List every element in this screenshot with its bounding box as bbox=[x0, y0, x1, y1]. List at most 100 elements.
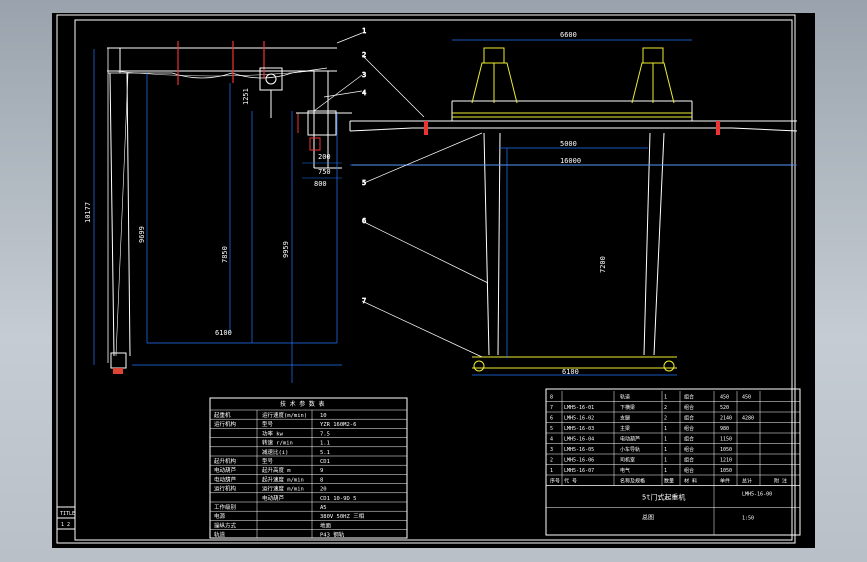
spec-cell: 1.1 bbox=[320, 441, 330, 447]
spec-cell: 380V 50HZ 三相 bbox=[320, 512, 365, 520]
spec-cell: 型号 bbox=[262, 457, 274, 465]
spec-cell: 运行机构 bbox=[214, 420, 237, 428]
spec-cell: 电动葫芦 bbox=[214, 466, 237, 474]
spec-cell: 电动葫芦 bbox=[214, 475, 237, 483]
parts-cell: LMH5-16-02 bbox=[564, 416, 594, 422]
dim-leg-height: 7200 bbox=[599, 256, 607, 273]
spec-cell: YZR 160M2-6 bbox=[320, 422, 356, 428]
parts-cell: 组合 bbox=[684, 436, 694, 443]
spec-cell: 起升高度 m bbox=[262, 466, 291, 474]
spec-cell: CD1 10-9D 5 bbox=[320, 496, 356, 502]
parts-header-cell: 附 注 bbox=[774, 478, 787, 485]
left-strip: TITLE 1 2 bbox=[56, 506, 76, 530]
drawing-frame bbox=[74, 19, 793, 541]
dim-mid-2: 16000 bbox=[560, 157, 581, 165]
parts-cell: 2 bbox=[664, 405, 667, 411]
title-block-drawing-no: LMH5-16-00 bbox=[742, 492, 772, 498]
parts-cell: 6 bbox=[550, 416, 553, 422]
dim-top-1: 1251 bbox=[242, 88, 250, 105]
parts-cell: 组合 bbox=[684, 425, 694, 432]
spec-cell: 轨道 bbox=[214, 531, 226, 539]
sheet-border bbox=[56, 14, 796, 544]
dim-mid-1: 5000 bbox=[560, 140, 577, 148]
parts-cell: 5 bbox=[550, 426, 553, 432]
parts-cell: 小车导轨 bbox=[620, 446, 640, 453]
parts-header-cell: 材 料 bbox=[684, 478, 697, 485]
parts-cell: 1 bbox=[664, 468, 667, 474]
callout-1: 1 bbox=[362, 27, 366, 35]
parts-cell: 主梁 bbox=[620, 425, 630, 432]
left-strip-num: 1 2 bbox=[61, 522, 70, 528]
parts-cell: 1050 bbox=[720, 447, 732, 453]
spec-cell: 10 bbox=[320, 413, 327, 419]
callout-2: 2 bbox=[362, 51, 366, 59]
spec-cell: 起重机 bbox=[214, 411, 231, 419]
parts-cell: 司机室 bbox=[620, 457, 635, 464]
spec-cell: 减速比(i) bbox=[262, 448, 288, 456]
parts-cell: LMH5-16-07 bbox=[564, 468, 594, 474]
spec-cell: 9 bbox=[320, 468, 323, 474]
spec-cell: 运行速度 m/min bbox=[262, 485, 304, 493]
parts-cell: 组合 bbox=[684, 467, 694, 474]
parts-cell: 电动葫芦 bbox=[620, 436, 640, 443]
parts-cell: 1150 bbox=[720, 437, 732, 443]
callouts: 1 2 3 4 5 6 7 bbox=[313, 27, 489, 358]
cad-viewport[interactable]: TITLE 1 2 bbox=[52, 13, 815, 548]
parts-cell: 3 bbox=[550, 447, 553, 453]
parts-cell: 8 bbox=[550, 395, 553, 401]
parts-cell: 1 bbox=[664, 437, 667, 443]
title-block-scale: 1:50 bbox=[742, 516, 754, 522]
parts-cell: LMH5-16-06 bbox=[564, 458, 594, 464]
parts-cell: 4 bbox=[550, 437, 553, 443]
dim-right-height: 9959 bbox=[282, 241, 290, 258]
spec-cell: 操纵方式 bbox=[214, 521, 237, 529]
parts-header-cell: 代 号 bbox=[564, 478, 577, 485]
small-dim-3: 800 bbox=[314, 180, 327, 188]
left-strip-title: TITLE bbox=[60, 511, 75, 517]
front-view: 6600 5000 16000 7200 6100 bbox=[349, 31, 798, 376]
parts-cell: 轨道 bbox=[620, 394, 630, 401]
parts-cell: 组合 bbox=[684, 415, 694, 422]
dim-span-height: 7850 bbox=[221, 246, 229, 263]
spec-cell: 起升机构 bbox=[214, 457, 237, 465]
parts-cell: 组合 bbox=[684, 457, 694, 464]
parts-cell: 1 bbox=[550, 468, 553, 474]
parts-cell: 电气 bbox=[620, 467, 630, 474]
parts-header-cell: 序号 bbox=[550, 478, 560, 485]
callout-4: 4 bbox=[362, 89, 366, 97]
spec-cell: 地面 bbox=[320, 521, 332, 529]
parts-cell: LMH5-16-01 bbox=[564, 405, 594, 411]
parts-cell: 1 bbox=[664, 426, 667, 432]
spec-cell: P43 钢轨 bbox=[320, 531, 345, 539]
spec-cell: 型号 bbox=[262, 420, 274, 428]
spec-cell: 转速 r/min bbox=[262, 439, 293, 447]
spec-table-title: 技 术 参 数 表 bbox=[280, 400, 324, 408]
parts-cell: 980 bbox=[720, 426, 729, 432]
parts-cell: 4280 bbox=[742, 416, 754, 422]
small-dim-2: 750 bbox=[318, 168, 331, 176]
parts-cell: 2 bbox=[664, 416, 667, 422]
side-view: 10177 9699 7850 9959 1251 6100 200 750 8… bbox=[84, 41, 352, 383]
parts-cell: 1 bbox=[664, 458, 667, 464]
spec-cell: 运行机构 bbox=[214, 485, 237, 493]
parts-cell: 组合 bbox=[684, 446, 694, 453]
parts-cell: 7 bbox=[550, 405, 553, 411]
parts-cell: 支腿 bbox=[620, 415, 630, 422]
dim-top-span: 6600 bbox=[560, 31, 577, 39]
spec-cell: 电动葫芦 bbox=[262, 494, 285, 502]
parts-cell: 1050 bbox=[720, 468, 732, 474]
title-block-sub: 总图 bbox=[642, 514, 654, 522]
callout-7: 7 bbox=[362, 297, 366, 305]
spec-cell: 5.1 bbox=[320, 450, 330, 456]
spec-cell: 7.5 bbox=[320, 431, 330, 437]
parts-cell: 2140 bbox=[720, 416, 732, 422]
spec-cell: 电源 bbox=[214, 512, 226, 520]
parts-cell: 下横梁 bbox=[620, 404, 635, 411]
spec-cell: CD1 bbox=[320, 459, 330, 465]
spec-cell: 起升速度 m/min bbox=[262, 475, 304, 483]
parts-header-cell: 名称及规格 bbox=[620, 478, 645, 485]
spec-cell: 运行速度(m/min) bbox=[262, 411, 307, 419]
parts-cell: 450 bbox=[742, 395, 751, 401]
parts-header-cell: 总计 bbox=[742, 478, 752, 485]
